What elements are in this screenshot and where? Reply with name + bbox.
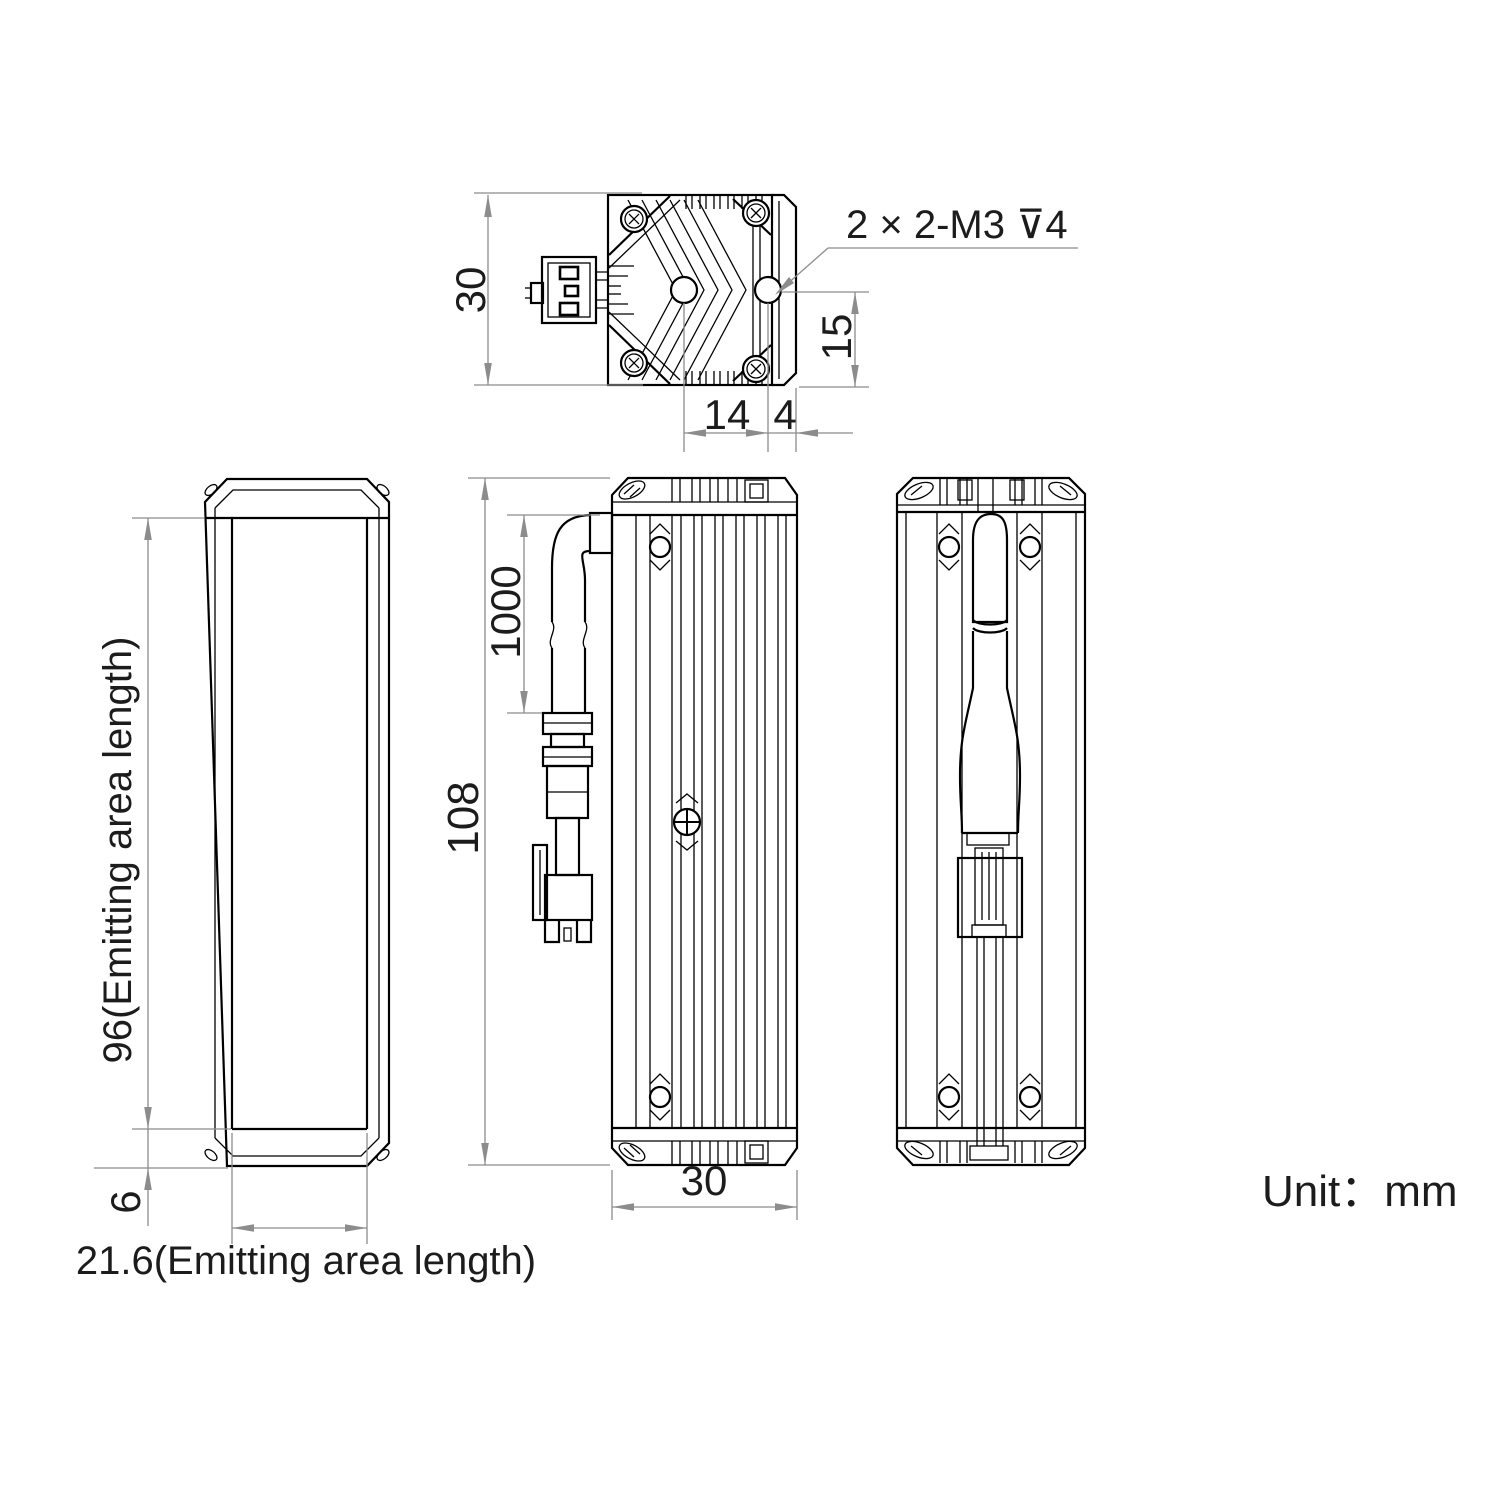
cable-connector	[531, 711, 594, 944]
top-view	[525, 193, 798, 387]
rear-bottom-cap	[895, 1128, 1087, 1167]
t-slot-top	[648, 523, 672, 571]
dim-label-hole-edge-v: 15	[813, 314, 860, 361]
dim-cable-length: 1000	[482, 514, 600, 714]
power-connector-top	[525, 255, 608, 325]
dim-label-emitting-length: 96(Emitting area length)	[96, 637, 140, 1064]
top-view-right-plate	[772, 193, 798, 387]
side-bottom-cap	[610, 1128, 799, 1167]
dim-label-body-length: 108	[439, 781, 488, 854]
m3-hole	[669, 275, 699, 305]
thread-callout: 2 × 2-M3 ⊽4	[775, 203, 1078, 295]
rear-cap-slots	[939, 478, 1043, 512]
front-bevel-band	[214, 489, 380, 1157]
screw-icon	[619, 204, 649, 234]
rear-view	[895, 476, 1087, 1167]
front-view-outline	[203, 477, 391, 1168]
rear-cable	[958, 512, 1022, 834]
unit-note: Unit：mm	[1262, 1167, 1458, 1216]
dim-emitting-length: 96(Emitting area length)	[96, 517, 231, 1226]
dim-emitting-width: 21.6(Emitting area length)	[76, 1133, 536, 1283]
screw-icon	[741, 354, 771, 384]
screw-icon	[741, 198, 771, 228]
dim-label-top-height: 30	[447, 267, 494, 314]
dim-label-emitting-width: 21.6(Emitting area length)	[76, 1239, 536, 1283]
dim-label-cable-length: 1000	[482, 565, 529, 658]
cable	[549, 511, 614, 713]
dim-label-bottom-offset: 6	[102, 1190, 149, 1213]
dim-bottom-offset: 6	[94, 1167, 228, 1214]
cap-ears	[204, 483, 390, 1162]
center-screw-icon	[672, 793, 702, 851]
corner-screws	[619, 198, 771, 384]
side-fins	[635, 515, 787, 1128]
dim-body-length: 108	[439, 477, 610, 1166]
screw-icon	[619, 348, 649, 378]
side-cap-slots-bottom	[671, 1140, 769, 1165]
dim-hole-spacing: 14 4	[683, 303, 853, 452]
front-view	[203, 477, 391, 1168]
dim-hole-to-edge-vertical: 15	[781, 291, 869, 388]
dim-top-height: 30	[447, 192, 643, 386]
side-cap-slots	[671, 478, 769, 503]
rear-cap-slots-bottom	[939, 1141, 1043, 1163]
side-top-cap	[610, 476, 799, 515]
rear-connector	[956, 831, 1024, 1161]
thread-note-label: 2 × 2-M3 ⊽4	[846, 203, 1068, 247]
rear-t-slots	[937, 523, 1042, 1121]
t-slot-bottom	[648, 1073, 672, 1121]
dim-label-hole-spacing: 14	[704, 391, 751, 438]
rear-top-cap	[895, 476, 1087, 512]
dim-label-body-width: 30	[681, 1157, 728, 1204]
side-view	[531, 476, 799, 1167]
m3-hole	[753, 275, 783, 305]
dim-label-hole-edge-h: 4	[773, 391, 796, 438]
dim-body-width: 30	[611, 1157, 798, 1220]
